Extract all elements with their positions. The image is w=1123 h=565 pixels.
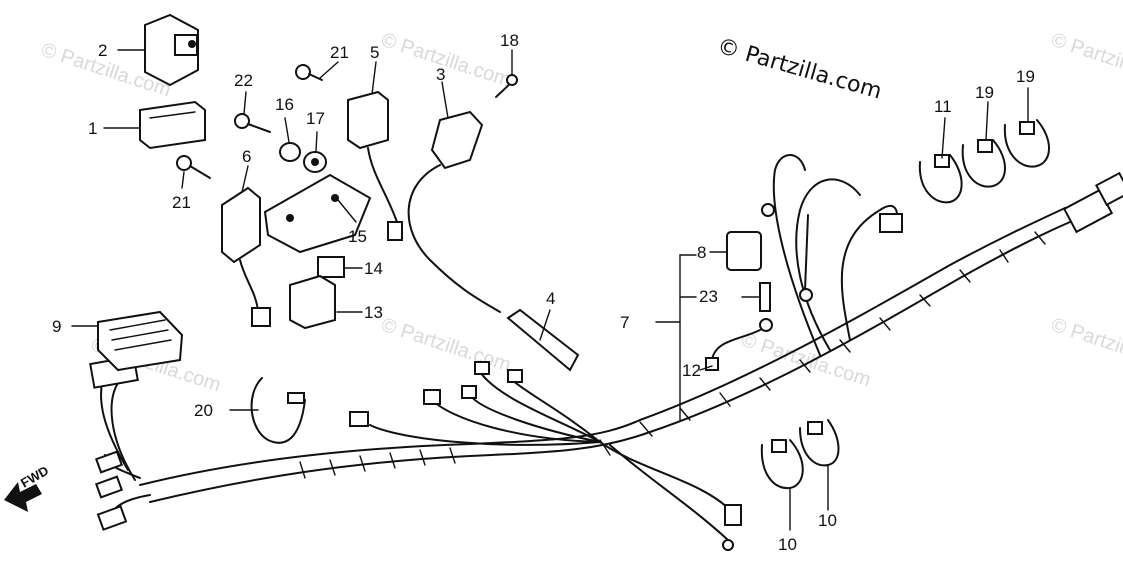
- part-9-fuse-box: [97, 310, 184, 372]
- callout-6: 6: [242, 147, 251, 166]
- callout-19: 19: [1016, 67, 1035, 86]
- callout-10: 10: [818, 511, 837, 530]
- callouts: 2 1 21 22 21 5 16 17 6 15 14 13 3 18 4 9…: [52, 31, 1035, 554]
- part-14-fuse: [317, 256, 345, 278]
- part-13-relay: [289, 274, 336, 330]
- part-6-regulator: [221, 186, 271, 327]
- callout-7: 7: [620, 313, 629, 332]
- part-18-screw: [495, 74, 518, 98]
- callout-12: 12: [682, 361, 701, 380]
- callout-21: 21: [172, 193, 191, 212]
- watermark: © Partzilla.com: [1048, 314, 1123, 377]
- part-19-clamp-a: [961, 139, 1006, 188]
- part-2-relay: [144, 13, 199, 87]
- callout-1: 1: [88, 119, 97, 138]
- callout-8: 8: [697, 243, 706, 262]
- callout-23: 23: [699, 287, 718, 306]
- part-20-band: [250, 377, 306, 444]
- part-10-clamp-right: [799, 419, 840, 467]
- callout-22: 22: [234, 71, 253, 90]
- callout-16: 16: [275, 95, 294, 114]
- part-22-bolt: [234, 113, 271, 133]
- part-11-clamp: [918, 154, 963, 204]
- callout-15: 15: [348, 227, 367, 246]
- watermark: © Partzilla.com: [1048, 29, 1123, 92]
- part-4-cover: [506, 308, 580, 372]
- callout-10: 10: [778, 535, 797, 554]
- part-8-connector: [726, 231, 762, 271]
- main-wire-harness: [89, 154, 1123, 551]
- copyright-text: © Partzilla.com: [714, 34, 884, 105]
- part-23-fuse: [759, 282, 771, 312]
- callout-3: 3: [436, 65, 445, 84]
- callout-18: 18: [500, 31, 519, 50]
- part-10-clamp-left: [760, 439, 804, 490]
- part-1-resistor: [139, 100, 206, 150]
- part-21-bolt-upper: [295, 64, 323, 81]
- part-3-switch: [407, 110, 501, 313]
- callout-20: 20: [194, 401, 213, 420]
- callout-11: 11: [934, 97, 952, 116]
- part-21-bolt-lower: [176, 155, 211, 179]
- part-17-grommet: [303, 151, 327, 173]
- leader-lines: [71, 49, 1029, 531]
- callout-17: 17: [306, 109, 325, 128]
- part-19-clamp-b: [1003, 119, 1050, 168]
- callout-5: 5: [370, 43, 379, 62]
- fwd-arrow-indicator: FWD: [4, 463, 51, 512]
- part-16-grommet: [279, 142, 301, 162]
- part-5-unit: [347, 90, 403, 241]
- callout-13: 13: [364, 303, 383, 322]
- watermark: © Partzilla.com: [378, 29, 513, 92]
- callout-19: 19: [975, 83, 994, 102]
- callout-4: 4: [546, 289, 555, 308]
- callout-2: 2: [98, 41, 107, 60]
- watermarks: © Partzilla.com © Partzilla.com © Partzi…: [38, 29, 1123, 397]
- callout-9: 9: [52, 317, 61, 336]
- watermark: © Partzilla.com: [378, 314, 513, 377]
- part-15-bracket: [263, 173, 372, 254]
- callout-21: 21: [330, 43, 349, 62]
- callout-14: 14: [364, 259, 383, 278]
